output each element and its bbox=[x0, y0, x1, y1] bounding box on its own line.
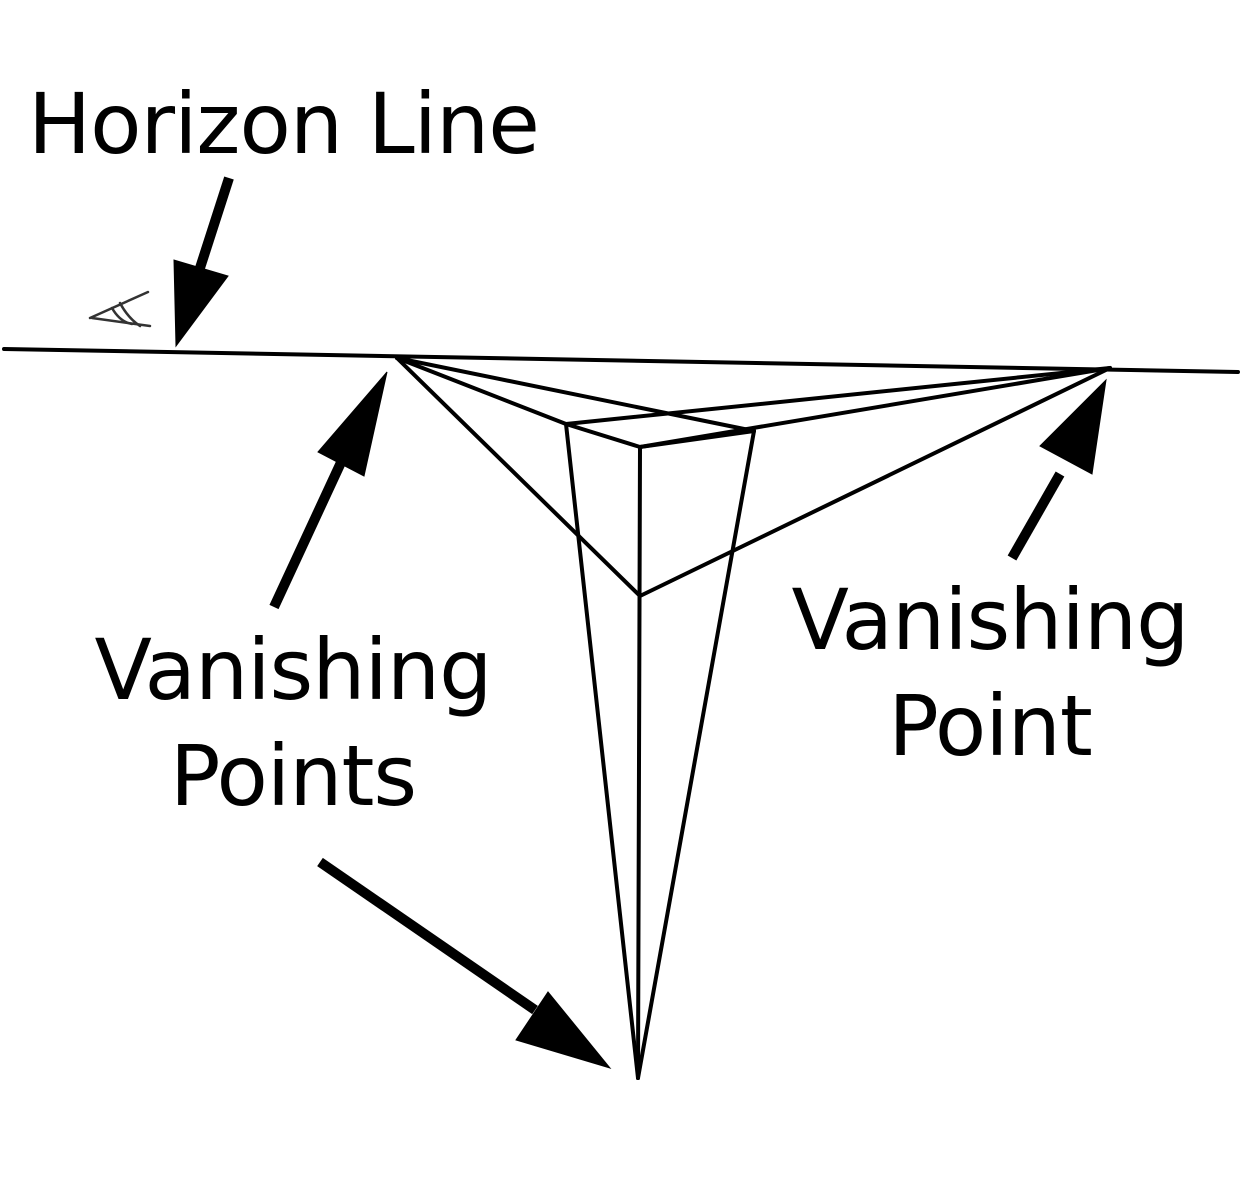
eye-icon bbox=[88, 290, 152, 328]
box-edge bbox=[564, 422, 642, 449]
box-edge bbox=[638, 429, 756, 449]
arrow-to-right-vanishing-point bbox=[1007, 378, 1107, 561]
vanishing-points-label-line1: Vanishing bbox=[94, 621, 493, 719]
vanishing-points-label: Vanishing Points bbox=[58, 628, 528, 818]
horizon-line-label: Horizon Line bbox=[28, 75, 540, 173]
arrow-to-horizon bbox=[173, 176, 234, 348]
box-edge bbox=[564, 422, 640, 1080]
vanishing-points-label-line2: Points bbox=[169, 727, 417, 825]
box-edge bbox=[636, 429, 756, 1080]
box-edge bbox=[636, 445, 642, 1080]
construction-line bbox=[638, 366, 1112, 449]
horizon-line bbox=[2, 347, 1240, 374]
vanishing-point-label-line1: Vanishing bbox=[791, 571, 1190, 669]
three-point-box bbox=[395, 356, 1112, 1080]
vanishing-point-label-line2: Point bbox=[888, 677, 1093, 775]
construction-line bbox=[638, 366, 1112, 598]
construction-line bbox=[395, 356, 756, 433]
construction-line bbox=[395, 356, 568, 426]
arrow-to-bottom-vanishing-point bbox=[317, 857, 612, 1069]
construction-line bbox=[564, 366, 1112, 426]
vanishing-point-label: Vanishing Point bbox=[755, 578, 1225, 768]
arrows bbox=[173, 176, 1107, 1069]
construction-line bbox=[395, 356, 642, 598]
arrow-to-left-vanishing-point bbox=[269, 371, 388, 610]
